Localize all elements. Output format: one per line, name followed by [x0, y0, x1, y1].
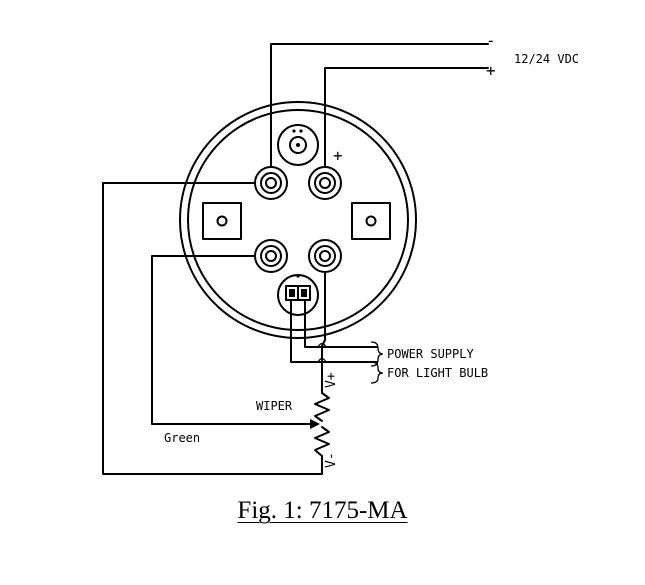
wire-hop-1: [317, 342, 327, 348]
wiper-arrow: [310, 419, 320, 429]
light-bulb-socket-top: [277, 124, 319, 166]
supply-positive-sign: +: [486, 61, 496, 80]
light-lead-2: [304, 299, 378, 348]
light-supply-line2: FOR LIGHT BULB: [387, 366, 488, 380]
gauge-outer-ring: [179, 101, 417, 339]
sender-vminus-label: V-: [324, 452, 339, 468]
green-wiper-wire: [151, 255, 311, 425]
terminal-upper-left: [254, 166, 288, 200]
sender-green-label: Green: [164, 431, 200, 445]
supply-positive-wire: [324, 67, 489, 168]
wire-hop-2: [317, 357, 327, 363]
light-supply-line1: POWER SUPPLY: [387, 347, 474, 361]
light-brace-upper: [370, 341, 384, 367]
light-brace-lower: [370, 361, 384, 384]
gauge-plus-mark: +: [333, 146, 343, 165]
sender-ground-wire: [102, 182, 323, 475]
terminal-lower-right: [308, 239, 342, 273]
mounting-tab-left: [202, 202, 242, 240]
light-bulb-socket-bottom: [277, 274, 319, 316]
sender-wiper-label: WIPER: [256, 399, 293, 413]
sender-resistor-lower: [314, 426, 330, 457]
supply-negative-sign: -: [486, 31, 496, 50]
sender-vplus-wire: [321, 271, 326, 394]
sender-vplus-label: V+: [324, 372, 339, 388]
mounting-tab-right: [351, 202, 391, 240]
figure-caption: Fig. 1: 7175-MA: [237, 497, 408, 524]
supply-negative-wire: [270, 43, 489, 168]
sender-resistor-upper: [314, 392, 330, 422]
terminal-upper-right: [308, 166, 342, 200]
gauge-inner-ring: [187, 109, 409, 331]
terminal-lower-left: [254, 239, 288, 273]
supply-voltage-label: 12/24 VDC: [514, 52, 579, 66]
light-lead-1: [290, 299, 378, 363]
